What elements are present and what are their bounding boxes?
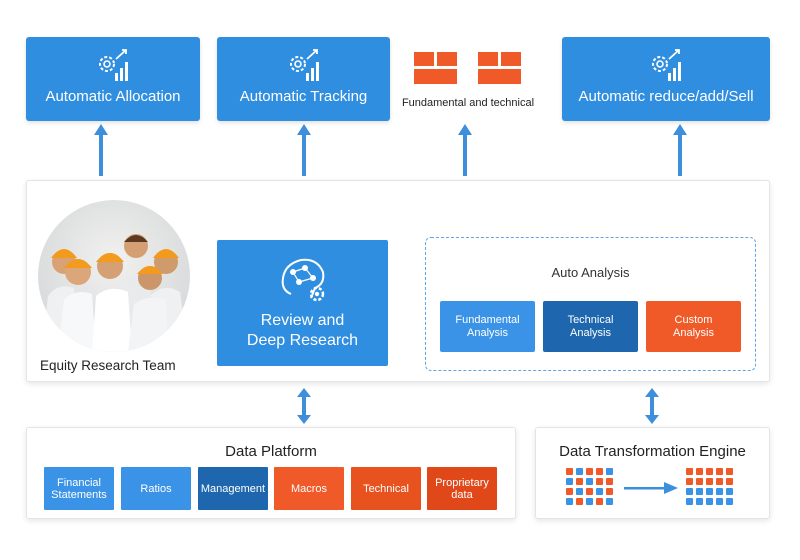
proprietary-data-line2: data <box>451 488 473 501</box>
sorted-data-icon <box>686 468 733 505</box>
ratios-box: Ratios <box>121 467 191 510</box>
team-illustration-icon <box>42 234 188 352</box>
up-arrow-icon <box>94 124 108 176</box>
fundamental-analysis-line1: Fundamental <box>455 314 520 326</box>
technical-analysis-line2: Analysis <box>570 327 611 339</box>
automatic-allocation-label: Automatic Allocation <box>45 88 181 105</box>
auto-analysis-group <box>425 237 756 371</box>
custom-analysis-line2: Analysis <box>673 327 714 339</box>
review-deep-research-box: Review and Deep Research <box>217 240 388 366</box>
automatic-reduce-add-sell-label: Automatic reduce/add/Sell <box>578 88 754 105</box>
proprietary-data-line1: Proprietary <box>435 476 489 489</box>
ratios-label: Ratios <box>140 482 172 495</box>
up-arrow-icon <box>673 124 687 176</box>
automatic-tracking-box: Automatic Tracking <box>217 37 390 121</box>
technical-analysis-line1: Technical <box>567 314 614 326</box>
brain-gears-icon <box>281 258 325 302</box>
management-box: Management <box>198 467 268 510</box>
fundamental-analysis-box: Fundamental Analysis <box>440 301 535 352</box>
gear-chart-icon <box>652 49 681 81</box>
scattered-data-icon <box>566 468 613 505</box>
custom-analysis-line1: Custom <box>674 314 713 326</box>
review-label-line1: Review and <box>260 312 345 329</box>
double-arrow-icon <box>645 388 659 424</box>
auto-analysis-title: Auto Analysis <box>551 265 630 280</box>
fundamental-analysis-line2: Analysis <box>467 327 508 339</box>
up-arrow-icon <box>458 124 472 176</box>
macros-label: Macros <box>290 482 328 495</box>
team-label: Equity Research Team <box>40 358 176 373</box>
financial-statements-line2: Statements <box>51 488 107 501</box>
financial-statements-line1: Financial <box>56 476 101 489</box>
automatic-reduce-add-sell-box: Automatic reduce/add/Sell <box>562 37 770 121</box>
data-platform-title: Data Platform <box>225 443 317 460</box>
review-label-line2: Deep Research <box>246 332 359 349</box>
right-arrow-icon <box>624 482 678 494</box>
technical-box: Technical <box>351 467 421 510</box>
custom-analysis-box: Custom Analysis <box>646 301 741 352</box>
macros-box: Macros <box>274 467 344 510</box>
management-label: Management <box>200 482 266 495</box>
gear-chart-icon <box>99 49 128 81</box>
automatic-tracking-label: Automatic Tracking <box>239 88 368 105</box>
bricks-icon <box>478 52 521 84</box>
bricks-icon <box>414 52 457 84</box>
double-arrow-icon <box>297 388 311 424</box>
automatic-allocation-box: Automatic Allocation <box>26 37 200 121</box>
up-arrow-icon <box>297 124 311 176</box>
proprietary-data-box: Proprietary data <box>427 467 497 510</box>
technical-label: Technical <box>363 482 409 495</box>
team-photo <box>38 200 190 352</box>
transformation-title: Data Transformation Engine <box>559 443 746 460</box>
financial-statements-box: Financial Statements <box>44 467 114 510</box>
gear-chart-icon <box>289 49 319 81</box>
fundamental-technical-label: Fundamental and technical <box>401 97 535 109</box>
technical-analysis-box: Technical Analysis <box>543 301 638 352</box>
